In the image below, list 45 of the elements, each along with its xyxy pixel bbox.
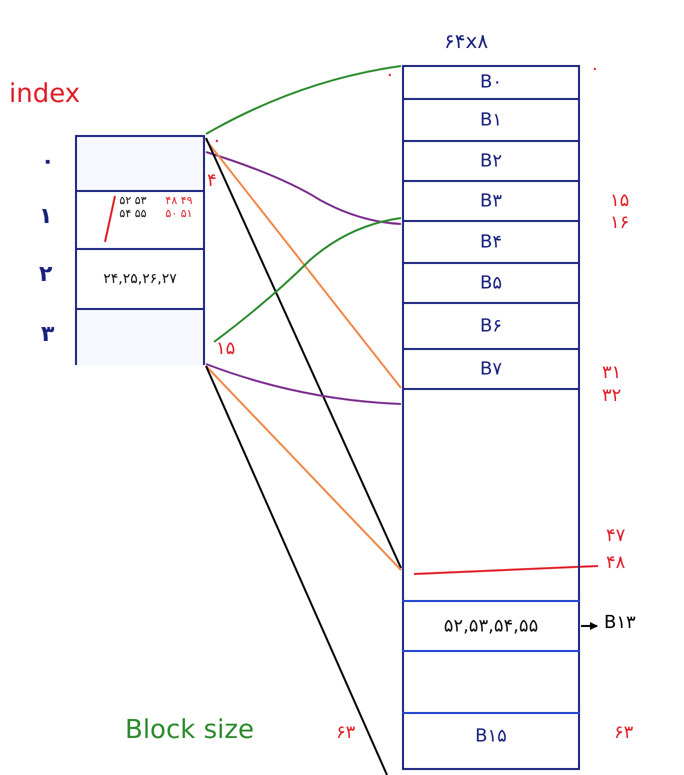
connector-line bbox=[213, 217, 402, 343]
address-number: ۶۳ bbox=[614, 722, 634, 743]
address-number: ۶۳ bbox=[336, 722, 356, 743]
cell-text: B۲ bbox=[478, 150, 504, 172]
address-number: ۳۱ bbox=[602, 362, 622, 383]
connector-line bbox=[205, 138, 402, 568]
connector-line bbox=[206, 151, 402, 225]
cell-text: B۵ bbox=[478, 272, 504, 294]
cell-text: B۴ bbox=[478, 232, 504, 252]
row-number: ۲ bbox=[39, 262, 52, 287]
address-number: ۱۵ bbox=[610, 190, 630, 211]
table-row bbox=[402, 600, 580, 652]
cell-text: B۶ bbox=[478, 316, 504, 336]
cell-text: B۱ bbox=[478, 110, 504, 130]
block-label: B۱۳ bbox=[598, 612, 648, 640]
address-number: ۴ bbox=[207, 170, 217, 191]
row-number: ۳ bbox=[41, 322, 54, 347]
connector-line bbox=[205, 366, 388, 775]
cell-text: B۰ bbox=[478, 71, 504, 92]
cell-text: B۳ bbox=[478, 190, 504, 212]
crossed-out-text: ۵۲ ۵۳ ۵۴ ۵۵ bbox=[119, 194, 147, 220]
row-number: ۱ bbox=[39, 204, 52, 229]
address-number: ۰ bbox=[212, 130, 222, 151]
address-number: ۱۵ bbox=[216, 338, 236, 359]
connector-line bbox=[206, 363, 402, 405]
address-number: ۴۷ bbox=[606, 525, 626, 546]
address-number: ۴۸ bbox=[606, 552, 626, 573]
cell-text: ۲۴,۲۵,۲۶,۲۷ bbox=[102, 271, 178, 287]
connector-line bbox=[205, 139, 402, 389]
caption-text: Block size bbox=[125, 715, 254, 745]
connector-line bbox=[206, 65, 402, 135]
address-number: ۳۲ bbox=[602, 385, 622, 406]
table-heading: ۶۴x۸ bbox=[444, 29, 488, 53]
address-number: ۱۶ bbox=[610, 212, 630, 233]
cell-text: ۴۸ ۴۹ ۵۰ ۵۱ bbox=[165, 194, 193, 220]
cell-text: B۷ bbox=[478, 358, 504, 380]
table-row bbox=[402, 348, 580, 390]
table-heading: index bbox=[9, 79, 80, 109]
connector-line bbox=[581, 622, 598, 630]
connector-line bbox=[205, 365, 402, 571]
address-number: ۰ bbox=[590, 58, 600, 79]
address-number: ۰ bbox=[385, 64, 395, 85]
cell-text: B۱۵ bbox=[474, 726, 508, 746]
cell-text: ۵۲,۵۳,۵۴,۵۵ bbox=[442, 616, 540, 636]
row-number: ۰ bbox=[41, 149, 54, 174]
